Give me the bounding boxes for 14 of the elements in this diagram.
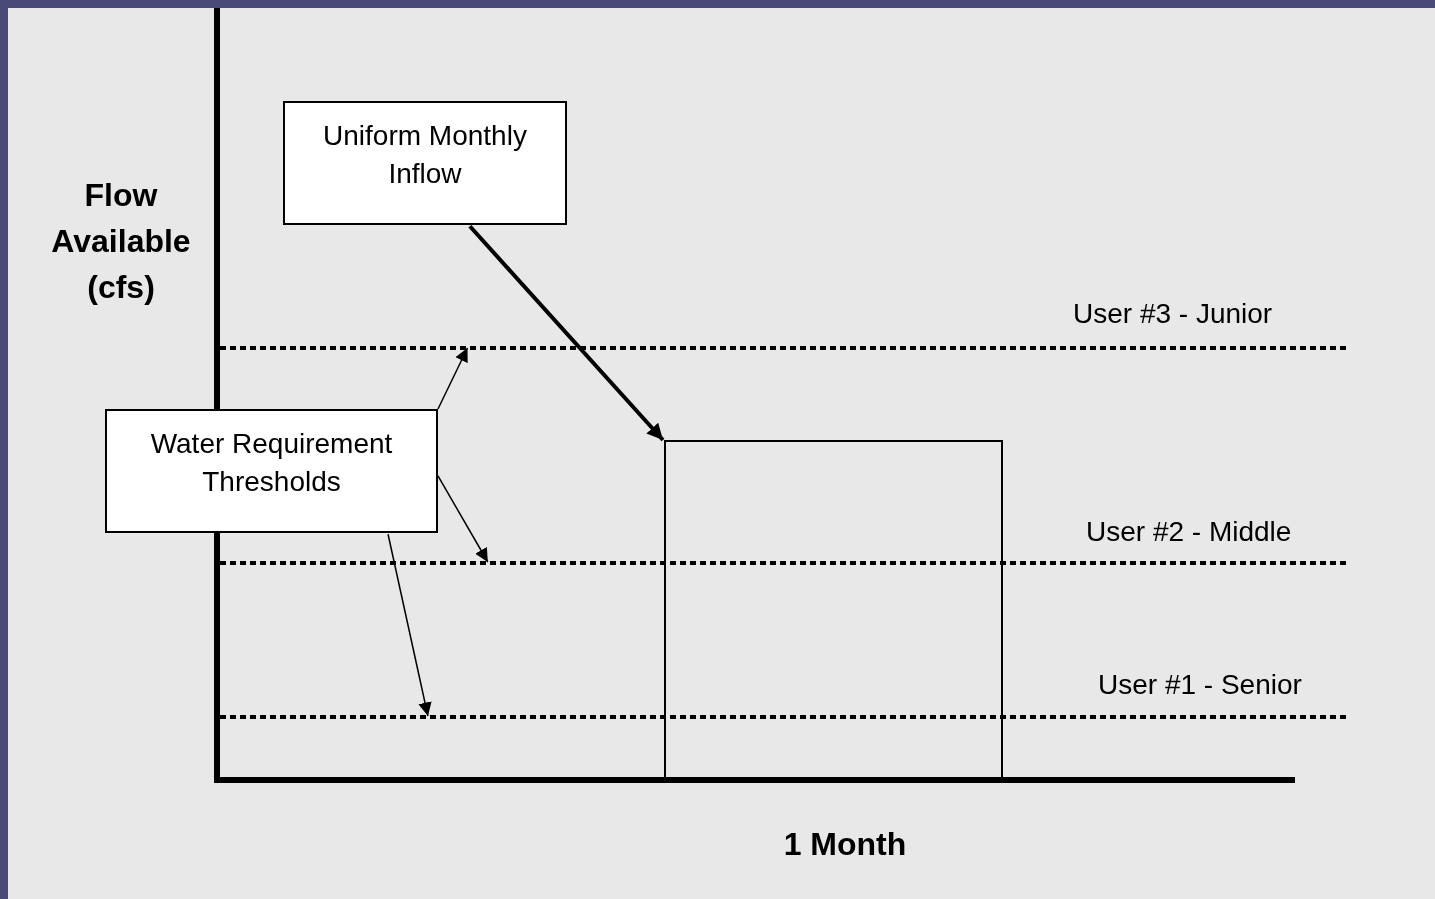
- axis-title: 1 Month: [782, 825, 908, 864]
- threshold-label: User #1 - Senior: [1098, 669, 1302, 701]
- callout-text: Uniform Monthly Inflow: [323, 120, 527, 189]
- arrow: [468, 224, 665, 442]
- callout-text: Water Requirement Thresholds: [150, 428, 393, 497]
- arrow: [387, 533, 432, 717]
- threshold-label: User #3 - Junior: [1073, 298, 1273, 330]
- arrow: [437, 475, 489, 563]
- threshold-label: User #2 - Middle: [1086, 516, 1292, 548]
- callout-box: [283, 101, 567, 225]
- inflow-bar: [664, 440, 1003, 777]
- axis-title: Flow Available (cfs): [50, 176, 192, 307]
- arrow: [437, 347, 469, 410]
- callout-box: [105, 409, 438, 533]
